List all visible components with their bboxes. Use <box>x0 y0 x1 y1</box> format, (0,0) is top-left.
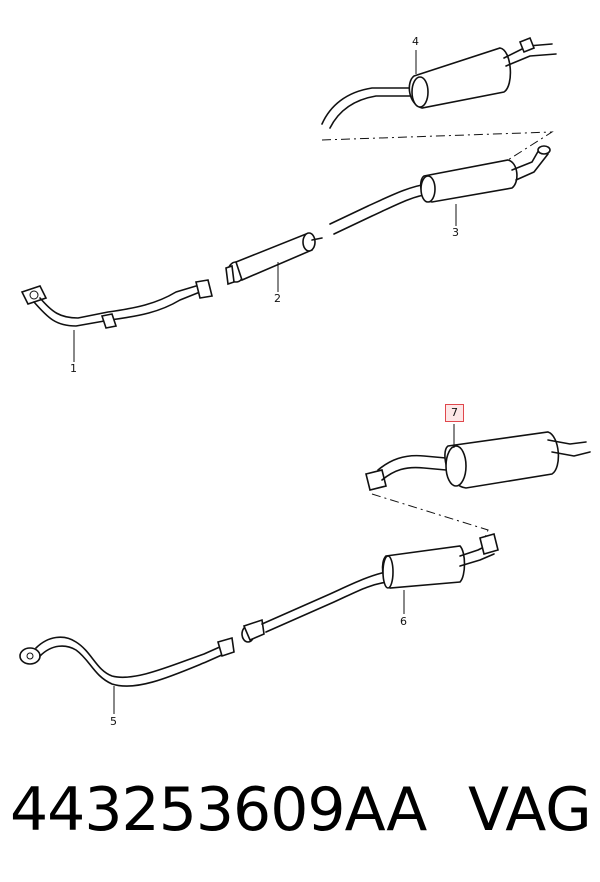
callout-5: 5 <box>110 715 117 728</box>
part-2-middle-silencer <box>225 232 323 292</box>
exhaust-system-drawing <box>19 36 591 714</box>
callout-4: 4 <box>412 35 419 48</box>
reference-line-bottom <box>371 493 489 541</box>
reference-line-top <box>321 131 554 161</box>
callout-3: 3 <box>452 226 459 239</box>
brand-name: VAG <box>468 775 592 845</box>
part-1-front-pipe <box>20 279 213 362</box>
part-3-center-muffler <box>329 145 551 235</box>
callout-6: 6 <box>400 615 407 628</box>
part-6-center-muffler <box>241 533 499 643</box>
part-5-front-pipe <box>19 636 235 714</box>
callout-7-highlighted: 7 <box>445 404 464 422</box>
part-7-rear-muffler <box>365 424 591 491</box>
part-4-rear-muffler <box>321 36 557 129</box>
callout-1: 1 <box>70 362 77 375</box>
callout-2: 2 <box>274 292 281 305</box>
part-number: 443253609AA <box>10 775 427 845</box>
